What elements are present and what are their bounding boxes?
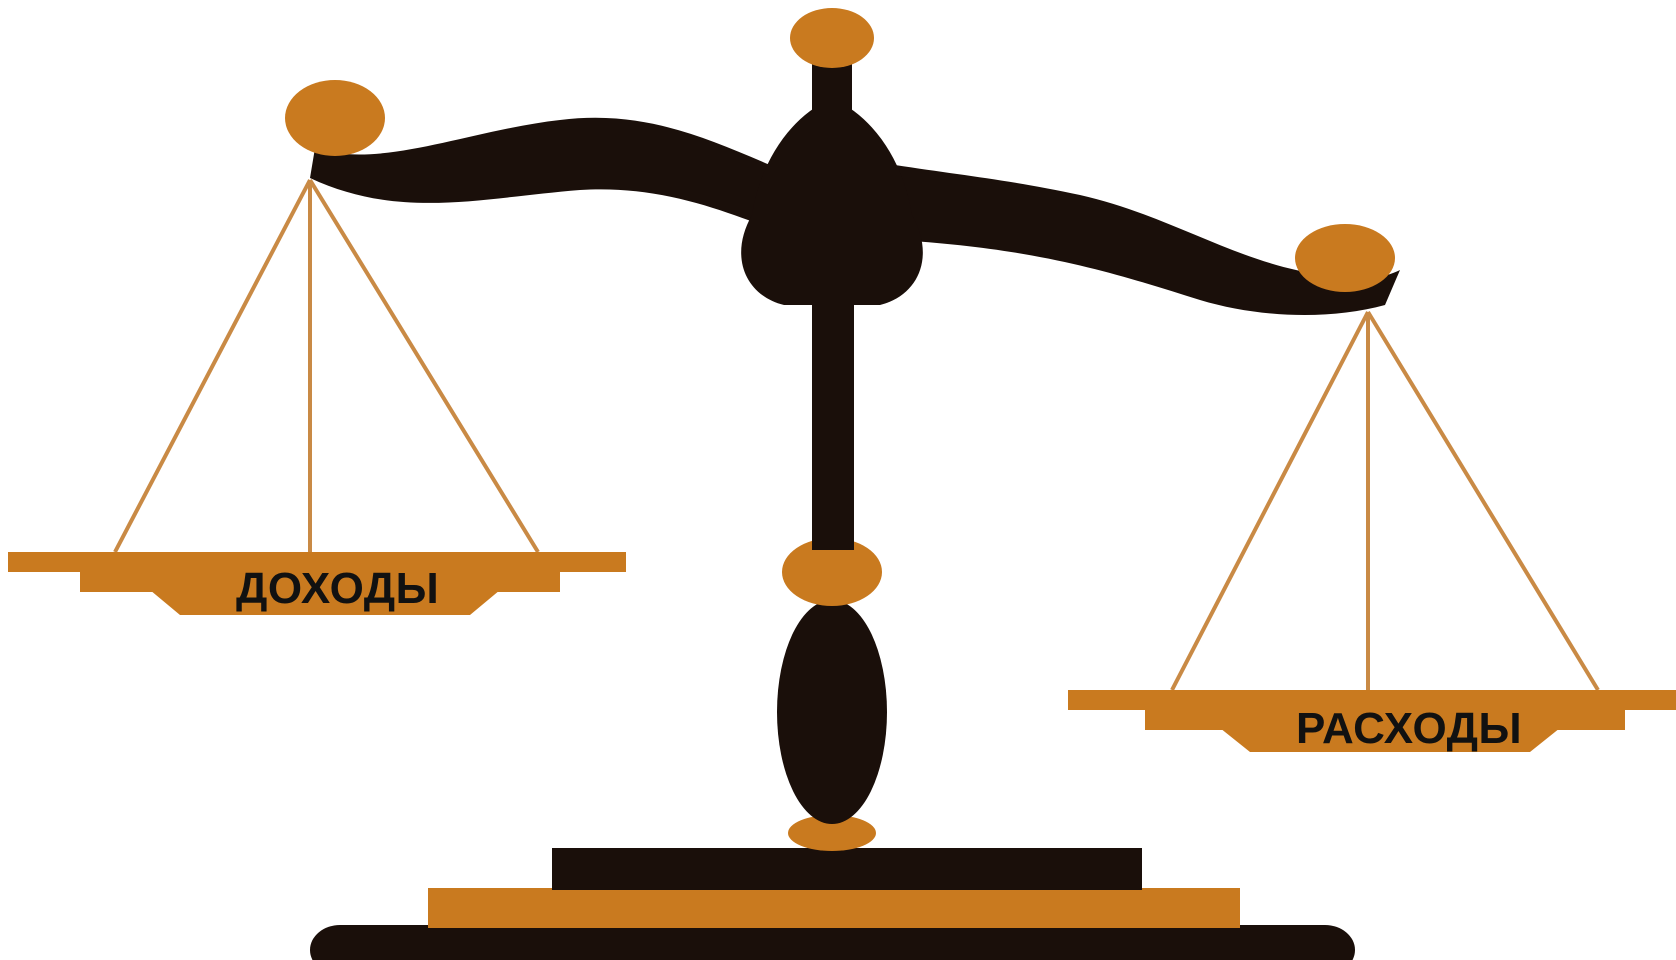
- base-middle-slab: [428, 888, 1240, 928]
- central-hub: [741, 98, 923, 305]
- base-bottom-slab: [310, 925, 1355, 960]
- scale-base: [310, 848, 1355, 960]
- income-label: ДОХОДЫ: [236, 567, 439, 611]
- left-beam-knob: [285, 80, 385, 156]
- right-beam-knob: [1295, 224, 1395, 292]
- column-bulb: [777, 600, 887, 824]
- left-pan-strings: [115, 180, 538, 552]
- right-pan-strings: [1172, 312, 1598, 690]
- expenses-label: РАСХОДЫ: [1296, 707, 1522, 751]
- base-top-slab: [552, 848, 1142, 890]
- top-finial: [790, 8, 874, 68]
- scale-column: [777, 250, 887, 851]
